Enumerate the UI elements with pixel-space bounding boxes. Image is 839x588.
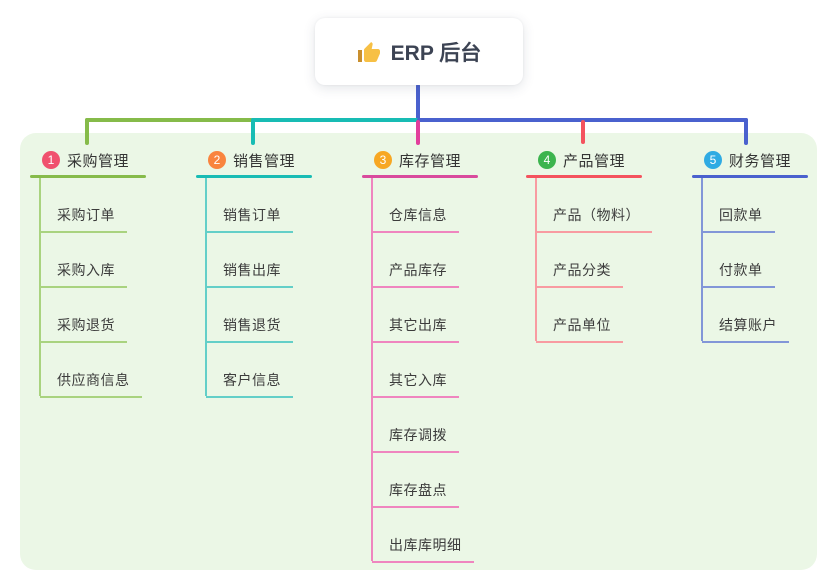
child-node[interactable]: 销售退货 [206,315,293,343]
connector-drop-product [581,120,585,144]
branch-child-connector [535,178,537,341]
mindmap-panel [20,133,817,570]
branch-header[interactable]: 2 销售管理 [196,150,312,170]
child-node[interactable]: 其它入库 [372,370,459,398]
branch-underline [362,175,478,178]
branch-product-management: 4 产品管理 产品（物料） 产品分类 产品单位 [526,150,652,343]
child-node[interactable]: 产品（物料） [536,205,652,233]
branch-number-badge: 4 [538,151,556,169]
branch-header[interactable]: 5 财务管理 [692,150,808,170]
branch-label: 产品管理 [563,152,626,170]
child-node[interactable]: 其它出库 [372,315,459,343]
connector-drop-sales [251,118,255,145]
branch-underline [692,175,808,178]
connector-root-stem [416,84,420,120]
branch-header[interactable]: 4 产品管理 [526,150,642,170]
branch-label: 财务管理 [729,152,792,170]
branch-header[interactable]: 3 库存管理 [362,150,478,170]
connector-drop-finance [744,118,748,145]
connector-horizontal-green [85,118,253,122]
branch-number-badge: 3 [374,151,392,169]
child-node[interactable]: 采购订单 [40,205,127,233]
child-node[interactable]: 采购入库 [40,260,127,288]
child-node[interactable]: 客户信息 [206,370,293,398]
child-node[interactable]: 销售出库 [206,260,293,288]
child-node[interactable]: 供应商信息 [40,370,142,398]
branch-label: 采购管理 [67,152,130,170]
branch-number-badge: 2 [208,151,226,169]
branch-underline [30,175,146,178]
branch-purchase-management: 1 采购管理 采购订单 采购入库 采购退货 供应商信息 [30,150,146,398]
branch-inventory-management: 3 库存管理 仓库信息 产品库存 其它出库 其它入库 库存调拨 库存盘点 出库库… [362,150,478,563]
child-node[interactable]: 产品分类 [536,260,623,288]
branch-header[interactable]: 1 采购管理 [30,150,146,170]
connector-drop-purchase [85,118,89,145]
branch-label: 库存管理 [399,152,462,170]
branch-sales-management: 2 销售管理 销售订单 销售出库 销售退货 客户信息 [196,150,312,398]
root-node[interactable]: ERP 后台 [315,18,523,85]
root-title: ERP 后台 [390,41,482,65]
child-node[interactable]: 付款单 [702,260,775,288]
child-node[interactable]: 库存盘点 [372,480,459,508]
child-node[interactable]: 库存调拨 [372,425,459,453]
branch-child-connector [701,178,703,341]
child-node[interactable]: 产品库存 [372,260,459,288]
branch-underline [526,175,642,178]
connector-horizontal-teal [251,118,419,122]
child-node[interactable]: 采购退货 [40,315,127,343]
branch-label: 销售管理 [233,152,296,170]
branch-number-badge: 5 [704,151,722,169]
child-node[interactable]: 产品单位 [536,315,623,343]
child-node[interactable]: 仓库信息 [372,205,459,233]
connector-drop-inventory [416,120,420,145]
child-node[interactable]: 销售订单 [206,205,293,233]
child-node[interactable]: 出库库明细 [372,535,474,563]
child-node[interactable]: 结算账户 [702,315,789,343]
branch-underline [196,175,312,178]
branch-finance-management: 5 财务管理 回款单 付款单 结算账户 [692,150,808,343]
branch-child-connector [371,178,373,561]
child-node[interactable]: 回款单 [702,205,775,233]
branch-number-badge: 1 [42,151,60,169]
thumbs-up-icon [357,41,380,62]
